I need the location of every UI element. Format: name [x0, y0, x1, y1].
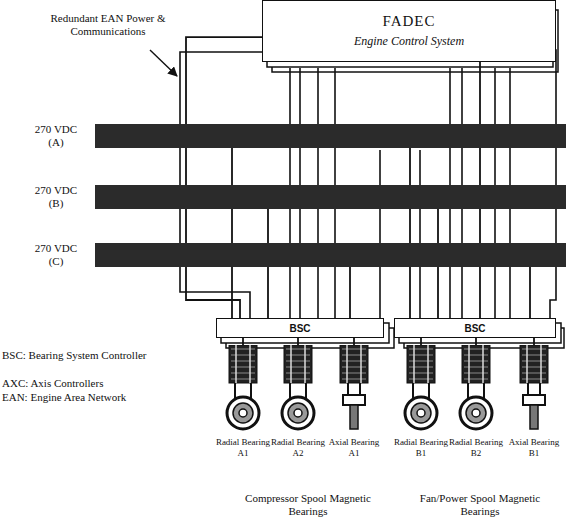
wire-bundle	[180, 50, 556, 318]
box-title: FADEC	[263, 13, 555, 30]
wire-connector	[409, 148, 411, 318]
bearing-illustration	[270, 345, 326, 431]
bus-bar	[95, 185, 566, 209]
controller-box: BSC	[216, 318, 384, 338]
annotation-label: BSC: Bearing System Controller	[2, 349, 167, 362]
bearing-illustration	[393, 345, 449, 431]
wire-connector	[353, 338, 355, 345]
bus-label: 270 VDC (B)	[30, 184, 82, 210]
controller-box: BSC	[394, 318, 556, 338]
power-bus: 270 VDC (C)	[30, 243, 566, 267]
annotation-label: Fan/Power Spool Magnetic Bearings	[410, 492, 550, 518]
wire-connector	[349, 267, 351, 318]
annotation-label: Redundant EAN Power & Communications	[44, 12, 172, 38]
bearing-illustration	[326, 345, 382, 431]
bus-bar	[95, 243, 566, 267]
bearing-unit: Radial Bearing B2	[448, 345, 504, 459]
wire-connector	[533, 338, 535, 345]
bearing-unit: Radial Bearing B1	[393, 345, 449, 459]
box-subtitle: Engine Control System	[263, 34, 555, 49]
bearing-label: Radial Bearing A2	[270, 437, 326, 459]
bus-label: 270 VDC (A)	[30, 123, 82, 149]
wire-connector	[297, 338, 299, 345]
bearing-label: Radial Bearing A1	[215, 437, 271, 459]
annotation-label: EAN: Engine Area Network	[2, 391, 167, 404]
wire-connector	[475, 338, 477, 345]
bus-bar	[95, 124, 566, 148]
wire-connector	[231, 148, 233, 318]
wire-connector	[186, 37, 262, 318]
controller-box: FADEC Engine Control System	[262, 0, 556, 62]
bus-label: 270 VDC (C)	[30, 242, 82, 268]
annotation-label: AXC: Axis Controllers	[2, 377, 167, 390]
power-bus: 270 VDC (B)	[30, 185, 566, 209]
bearing-unit: Radial Bearing A1	[215, 345, 271, 459]
bearing-unit: Radial Bearing A2	[270, 345, 326, 459]
bearing-illustration	[448, 345, 504, 431]
bearing-illustration	[506, 345, 562, 431]
bearing-label: Radial Bearing B1	[393, 437, 449, 459]
bearing-unit: Axial Bearing B1	[506, 345, 562, 459]
bearing-label: Axial Bearing A1	[326, 437, 382, 459]
bearing-unit: Axial Bearing A1	[326, 345, 382, 459]
power-bus: 270 VDC (A)	[30, 124, 566, 148]
bearing-label: Axial Bearing B1	[506, 437, 562, 459]
wire-connector	[242, 338, 244, 345]
box-label: BSC	[289, 323, 310, 334]
annotation-label: Compressor Spool Magnetic Bearings	[236, 492, 380, 518]
leader-arrow	[150, 50, 177, 76]
bearing-label: Radial Bearing B2	[448, 437, 504, 459]
wire-connector	[529, 267, 531, 318]
bearing-illustration	[215, 345, 271, 431]
wire-connector	[420, 338, 422, 345]
box-label: BSC	[464, 323, 485, 334]
